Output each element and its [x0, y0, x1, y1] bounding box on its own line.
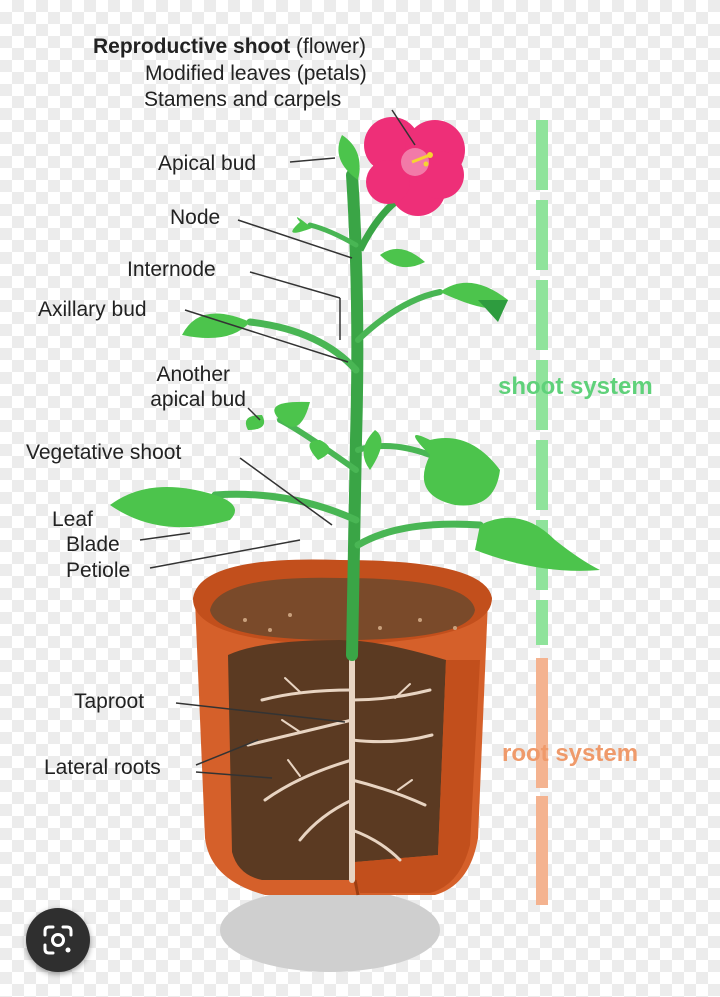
label-node: Node [170, 206, 221, 229]
leader-lines [139, 109, 416, 779]
label-blade: Blade [66, 533, 120, 556]
lens-search-button[interactable] [26, 908, 90, 972]
label-reproductive-shoot: Reproductive shoot (flower) [93, 35, 367, 58]
label-lateral-roots: Lateral roots [44, 756, 161, 779]
label-another: Another [156, 363, 230, 386]
flower [364, 117, 465, 216]
label-apical-bud: Apical bud [158, 152, 257, 175]
label-modified-leaves: Modified leaves (petals) [145, 62, 367, 85]
soil-cutaway [228, 640, 446, 880]
google-lens-icon [43, 925, 73, 955]
root-system-label: root system [502, 740, 639, 767]
label-leaf: Leaf [52, 508, 93, 531]
label-axillary-bud: Axillary bud [38, 298, 147, 321]
label-vegetative-shoot: Vegetative shoot [26, 441, 182, 464]
label-taproot: Taproot [74, 690, 145, 713]
label-another-apical-bud: Another apical bud [118, 364, 246, 410]
shoot-system-label: shoot system [498, 373, 653, 400]
label-petiole: Petiole [66, 559, 131, 582]
pot-shadow [220, 888, 440, 972]
pot [192, 559, 492, 896]
leaves [110, 135, 600, 571]
label-internode: Internode [127, 258, 216, 281]
label-stamens-carpels: Stamens and carpels [144, 88, 342, 111]
main-stem [346, 169, 364, 661]
label-apical-bud-2: apical bud [150, 388, 246, 411]
